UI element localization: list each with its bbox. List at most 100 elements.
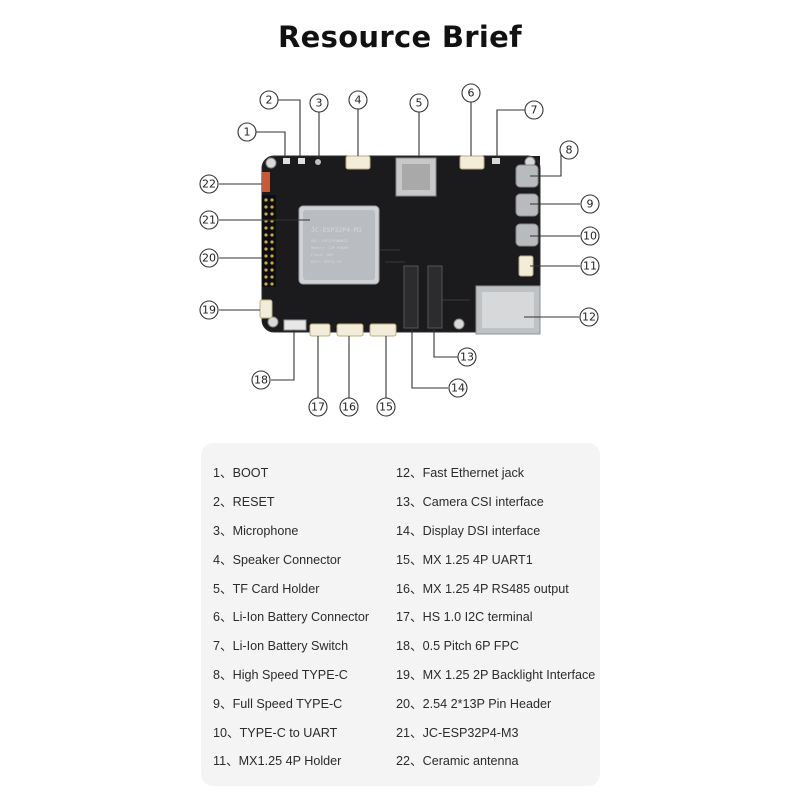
callout-3: 3 <box>309 93 329 113</box>
svg-text:3: 3 <box>316 97 323 110</box>
dsi-connector <box>403 265 419 329</box>
svg-text:4: 4 <box>355 94 362 107</box>
mounting-hole <box>265 157 277 169</box>
module-wifi-text: WIFI: ESP32-C6 <box>311 260 341 264</box>
svg-text:13: 13 <box>460 351 474 364</box>
svg-text:10: 10 <box>583 230 597 243</box>
list-item: 1、BOOT <box>213 466 269 480</box>
list-item: 22、Ceramic antenna <box>396 754 519 768</box>
fpc-connector <box>283 319 307 331</box>
callout-12: 12 <box>579 307 599 327</box>
callout-8: 8 <box>559 140 579 160</box>
list-item: 8、High Speed TYPE-C <box>213 668 348 682</box>
callout-22: 22 <box>199 174 219 194</box>
ceramic-antenna <box>262 172 270 192</box>
module-soc-text: SOC: ESP32P4NRW32 <box>311 239 348 243</box>
callout-10: 10 <box>580 226 600 246</box>
list-item: 16、MX 1.25 4P RS485 output <box>396 582 569 596</box>
callout-15: 15 <box>376 397 396 417</box>
callout-2: 2 <box>259 90 279 110</box>
svg-text:19: 19 <box>202 304 216 317</box>
list-item: 2、RESET <box>213 495 275 509</box>
mounting-hole <box>267 316 279 328</box>
svg-text:1: 1 <box>244 126 251 139</box>
backlight-connector <box>259 299 273 319</box>
callout-4: 4 <box>348 90 368 110</box>
callout-6: 6 <box>461 83 481 103</box>
callouts: 1 2 3 4 5 6 7 8 9 10 11 12 13 14 15 16 1… <box>199 83 600 417</box>
svg-text:16: 16 <box>342 401 356 414</box>
tf-card-slot <box>402 164 430 190</box>
list-item: 5、TF Card Holder <box>213 582 320 596</box>
svg-text:7: 7 <box>531 104 538 117</box>
svg-text:2: 2 <box>266 94 273 107</box>
svg-text:18: 18 <box>254 374 268 387</box>
svg-text:15: 15 <box>379 401 393 414</box>
list-item: 20、2.54 2*13P Pin Header <box>396 697 552 711</box>
module-shield: JC-ESP32P4-M3 SOC: ESP32P4NRW32 Memory: … <box>298 205 380 285</box>
type-c-uart <box>515 223 539 247</box>
battery-connector <box>459 155 485 170</box>
list-item: 10、TYPE-C to UART <box>213 726 338 740</box>
list-item: 13、Camera CSI interface <box>396 495 544 509</box>
boot-button <box>283 158 290 164</box>
type-c-full-speed <box>515 193 539 217</box>
svg-text:14: 14 <box>451 382 465 395</box>
svg-text:8: 8 <box>566 144 573 157</box>
battery-switch <box>492 158 500 164</box>
callout-16: 16 <box>339 397 359 417</box>
callout-1: 1 <box>237 122 257 142</box>
list-item: 12、Fast Ethernet jack <box>396 466 525 480</box>
svg-text:11: 11 <box>583 260 597 273</box>
mounting-hole <box>453 318 465 330</box>
svg-text:6: 6 <box>468 87 475 100</box>
list-item: 17、HS 1.0 I2C terminal <box>396 610 533 624</box>
svg-text:9: 9 <box>587 198 594 211</box>
callout-13: 13 <box>457 347 477 367</box>
list-item: 15、MX 1.25 4P UART1 <box>396 553 533 567</box>
callout-14: 14 <box>448 378 468 398</box>
callout-9: 9 <box>580 194 600 214</box>
microphone <box>315 159 321 165</box>
rs485-connector <box>336 323 364 337</box>
list-item: 11、MX1.25 4P Holder <box>213 754 342 768</box>
reset-button <box>298 158 305 164</box>
list-item: 21、JC-ESP32P4-M3 <box>396 726 519 740</box>
svg-text:12: 12 <box>582 311 596 324</box>
callout-19: 19 <box>199 300 219 320</box>
resource-list-panel: 1、BOOT 2、RESET 3、Microphone 4、Speaker Co… <box>201 443 600 786</box>
module-memory-text: Memory: 32M PSRAM <box>311 246 349 250</box>
svg-text:22: 22 <box>202 178 216 191</box>
board-diagram: JC-ESP32P4-M3 SOC: ESP32P4NRW32 Memory: … <box>199 83 600 417</box>
leader-lines <box>219 99 580 398</box>
list-item: 3、Microphone <box>213 524 299 538</box>
callout-20: 20 <box>199 248 219 268</box>
list-item: 14、Display DSI interface <box>396 524 541 538</box>
pcb-board <box>261 155 541 333</box>
csi-connector <box>427 265 443 329</box>
module-name-text: JC-ESP32P4-M3 <box>311 226 362 234</box>
list-item: 4、Speaker Connector <box>213 553 342 567</box>
uart1-connector <box>369 323 397 337</box>
callout-7: 7 <box>524 100 544 120</box>
svg-text:17: 17 <box>311 401 325 414</box>
list-item: 6、Li-Ion Battery Connector <box>213 610 370 624</box>
list-item: 19、MX 1.25 2P Backlight Interface <box>396 668 596 682</box>
callout-5: 5 <box>409 93 429 113</box>
list-item: 7、Li-Ion Battery Switch <box>213 639 349 653</box>
ethernet-jack-face <box>482 292 534 328</box>
speaker-connector <box>345 155 371 170</box>
list-item: 18、0.5 Pitch 6P FPC <box>396 639 519 653</box>
svg-text:5: 5 <box>416 97 423 110</box>
callout-17: 17 <box>308 397 328 417</box>
list-item: 9、Full Speed TYPE-C <box>213 697 343 711</box>
i2c-connector <box>309 323 331 337</box>
svg-text:21: 21 <box>202 214 216 227</box>
page-title: Resource Brief <box>278 20 522 54</box>
callout-21: 21 <box>199 210 219 230</box>
pin-header <box>262 195 276 287</box>
callout-18: 18 <box>251 370 271 390</box>
callout-11: 11 <box>580 256 600 276</box>
svg-text:20: 20 <box>202 252 216 265</box>
module-flash-text: Flash: 16M <box>311 253 333 257</box>
